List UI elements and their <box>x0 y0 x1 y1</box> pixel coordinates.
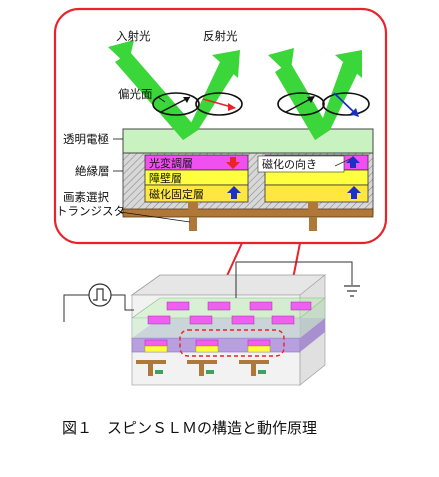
layer-stack <box>122 128 374 231</box>
leader-lines <box>113 96 191 223</box>
wiring <box>63 261 353 322</box>
figure-caption: 図１ スピンＳＬＭの構造と動作原理 <box>62 419 317 437</box>
polarization-ellipse-2 <box>195 92 243 116</box>
ground-icon <box>344 285 360 297</box>
incident-light-label: 入射光 <box>116 29 151 43</box>
incident-beam-left <box>115 52 198 140</box>
transistor-post-left-leg <box>189 217 197 231</box>
magnetization-label-box <box>257 155 345 173</box>
insulating-layer-label: 絶縁層 <box>75 164 110 178</box>
transistor-label: トランジスタ <box>56 204 125 218</box>
pulse-source-icon <box>88 283 112 307</box>
magnetization-direction-label: 磁化の向き <box>262 157 317 171</box>
magnetization-arrow-red-icon <box>226 157 240 169</box>
magnetization-fixed-layer-label: 磁化固定層 <box>149 187 204 201</box>
transparent-electrode-layer <box>122 128 374 154</box>
transistors-3d <box>136 360 269 376</box>
polarization-ellipse-1 <box>152 92 200 116</box>
incident-beam-right <box>275 62 330 140</box>
polarization-ellipses <box>152 92 370 117</box>
substrate-top <box>130 274 327 296</box>
magnetization-arrow-blue-up-icon <box>346 156 360 168</box>
transistor-post-right-leg <box>309 217 317 231</box>
fixed-arrow-left-icon <box>227 186 241 199</box>
device-3d <box>130 274 327 386</box>
transparent-electrode-label: 透明電極 <box>63 132 109 146</box>
reflected-beam-right <box>315 62 358 140</box>
fixed-arrow-right-icon <box>347 186 361 199</box>
polarization-ellipse-4 <box>322 92 370 116</box>
pixel-cells <box>144 301 312 353</box>
light-modulation-layer-label: 光変調層 <box>149 156 193 170</box>
transistor-bar <box>122 208 374 218</box>
polarization-ellipse-3 <box>277 92 325 116</box>
polarization-plane-label: 偏光面 <box>118 87 153 101</box>
pixel-select-label: 画素選択 <box>63 190 109 204</box>
reflected-light-label: 反射光 <box>203 29 238 43</box>
transistor-post-right <box>308 202 318 210</box>
transistor-post-left <box>188 202 198 210</box>
text-labels: 入射光 反射光 偏光面 透明電極 絶縁層 画素選択 トランジスタ 光変調層 障壁… <box>56 29 317 218</box>
barrier-layer-label: 障壁層 <box>149 171 182 185</box>
highlight-region <box>179 329 285 357</box>
